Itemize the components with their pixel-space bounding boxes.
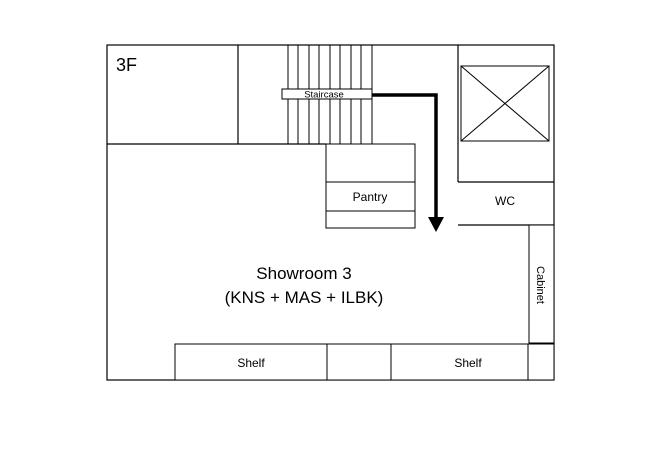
- pantry-counter-top: [325, 143, 416, 183]
- pantry-counter-bottom: [325, 210, 416, 229]
- cabinet: [528, 224, 555, 344]
- shelves: [174, 343, 555, 381]
- showroom-name: Showroom 3: [256, 264, 351, 283]
- elevator-shaft-icon: [460, 65, 550, 142]
- wc-label: WC: [495, 194, 515, 208]
- arrow-down-icon: [372, 93, 444, 232]
- showroom-tenants: (KNS + MAS + ILBK): [225, 288, 384, 307]
- floor-label: 3F: [116, 55, 137, 75]
- staircase-label: Staircase: [304, 90, 344, 101]
- pantry: [325, 143, 416, 229]
- shelf-middle: [326, 343, 392, 381]
- shelf-left-label: Shelf: [237, 356, 265, 370]
- shelf-right: [390, 343, 529, 381]
- cabinet-label: Cabinet: [534, 266, 546, 304]
- shelf-end: [527, 343, 555, 381]
- shelf-right-label: Shelf: [454, 356, 482, 370]
- pantry-label: Pantry: [353, 190, 388, 204]
